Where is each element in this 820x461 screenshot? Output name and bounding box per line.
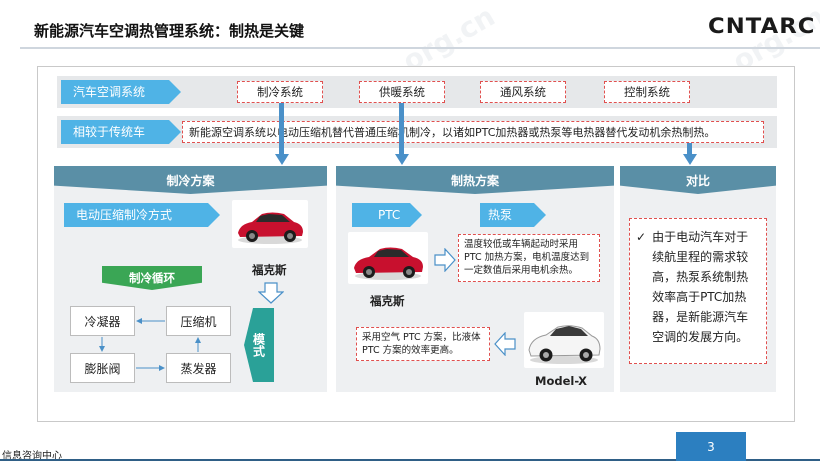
ptc-tag: PTC <box>352 203 422 227</box>
cntarc-logo: CNTARC <box>708 14 816 38</box>
connector-compare-arrow-icon <box>683 154 697 165</box>
footer-org-name: 信息咨询中心 <box>2 451 62 461</box>
ptc-label: PTC <box>378 208 401 222</box>
compare-traditional-label: 相较于传统车 <box>73 125 146 139</box>
evaporator-box: 蒸发器 <box>166 353 231 383</box>
electric-compression-tag: 电动压缩制冷方式 <box>64 203 220 227</box>
title-divider <box>20 47 820 49</box>
ford-focus-heating-car-icon <box>354 247 423 280</box>
connector-compare-stem <box>687 143 692 156</box>
ptc-note-box: 温度较低或车辆起动时采用PTC 加热方案，电机温度达到一定数值后采用电机余热。 <box>458 234 600 282</box>
model-x-car-image <box>524 312 604 368</box>
mode-label: 模式 <box>251 333 266 357</box>
ford-focus-caption-heating: 福克斯 <box>370 294 405 308</box>
footer-divider <box>0 459 820 461</box>
connector-heating-arrow-icon <box>395 154 409 165</box>
cooling-cycle-label: 制冷循环 <box>129 271 175 285</box>
system-box-control: 控制系统 <box>604 81 690 103</box>
ford-focus-car-icon <box>238 212 303 244</box>
page-number: 3 <box>707 439 715 454</box>
model-x-car-icon <box>528 325 601 364</box>
ford-focus-heating-car-image <box>348 232 428 284</box>
ptc-note-text: 温度较低或车辆起动时采用PTC 加热方案，电机温度达到一定数值后采用电机余热。 <box>464 239 590 276</box>
system-box-heating: 供暖系统 <box>359 81 445 103</box>
compare-text-box: 新能源空调系统以电动压缩机替代普通压缩机制冷，以诸如PTC加热器或热泵等电热器替… <box>182 121 764 143</box>
aircon-system-tag: 汽车空调系统 <box>61 80 181 104</box>
ford-focus-caption-cooling: 福克斯 <box>252 263 287 277</box>
compare-traditional-tag: 相较于传统车 <box>61 120 181 144</box>
heating-right-arrow-icon <box>434 247 456 276</box>
compressor-box: 压缩机 <box>166 306 231 336</box>
aircon-system-label: 汽车空调系统 <box>73 85 146 99</box>
page-title: 新能源汽车空调热管理系统：制热是关键 <box>34 22 305 40</box>
connector-heating-stem <box>399 103 404 156</box>
heating-left-arrow-icon <box>494 331 516 360</box>
comparison-text: 由于电动汽车对于续航里程的需求较高，热泵系统制热效率高于PTC加热器，是新能源汽… <box>652 230 749 344</box>
cooling-cycle-arrows <box>99 318 201 371</box>
expansion-valve-box: 膨胀阀 <box>70 353 135 383</box>
connector-cooling-stem <box>279 103 284 156</box>
heat-pump-label: 热泵 <box>488 208 513 222</box>
air-ptc-note-text: 采用空气 PTC 方案，比液体PTC 方案的效率更高。 <box>362 332 481 356</box>
heat-pump-tag: 热泵 <box>480 203 546 227</box>
cooling-down-arrow-icon <box>257 282 285 308</box>
model-x-caption: Model-X <box>535 374 588 388</box>
connector-cooling-arrow-icon <box>275 154 289 165</box>
system-box-cooling: 制冷系统 <box>237 81 323 103</box>
condenser-box: 冷凝器 <box>70 306 135 336</box>
air-ptc-note-box: 采用空气 PTC 方案，比液体PTC 方案的效率更高。 <box>356 327 490 361</box>
electric-compression-label: 电动压缩制冷方式 <box>76 208 173 222</box>
ford-focus-car-image <box>232 200 308 248</box>
system-box-ventilation: 通风系统 <box>480 81 566 103</box>
page-number-badge <box>676 432 746 461</box>
comparison-box: ✓ 由于电动汽车对于续航里程的需求较高，热泵系统制热效率高于PTC加热器，是新能… <box>629 218 767 364</box>
check-icon: ✓ <box>636 230 647 244</box>
